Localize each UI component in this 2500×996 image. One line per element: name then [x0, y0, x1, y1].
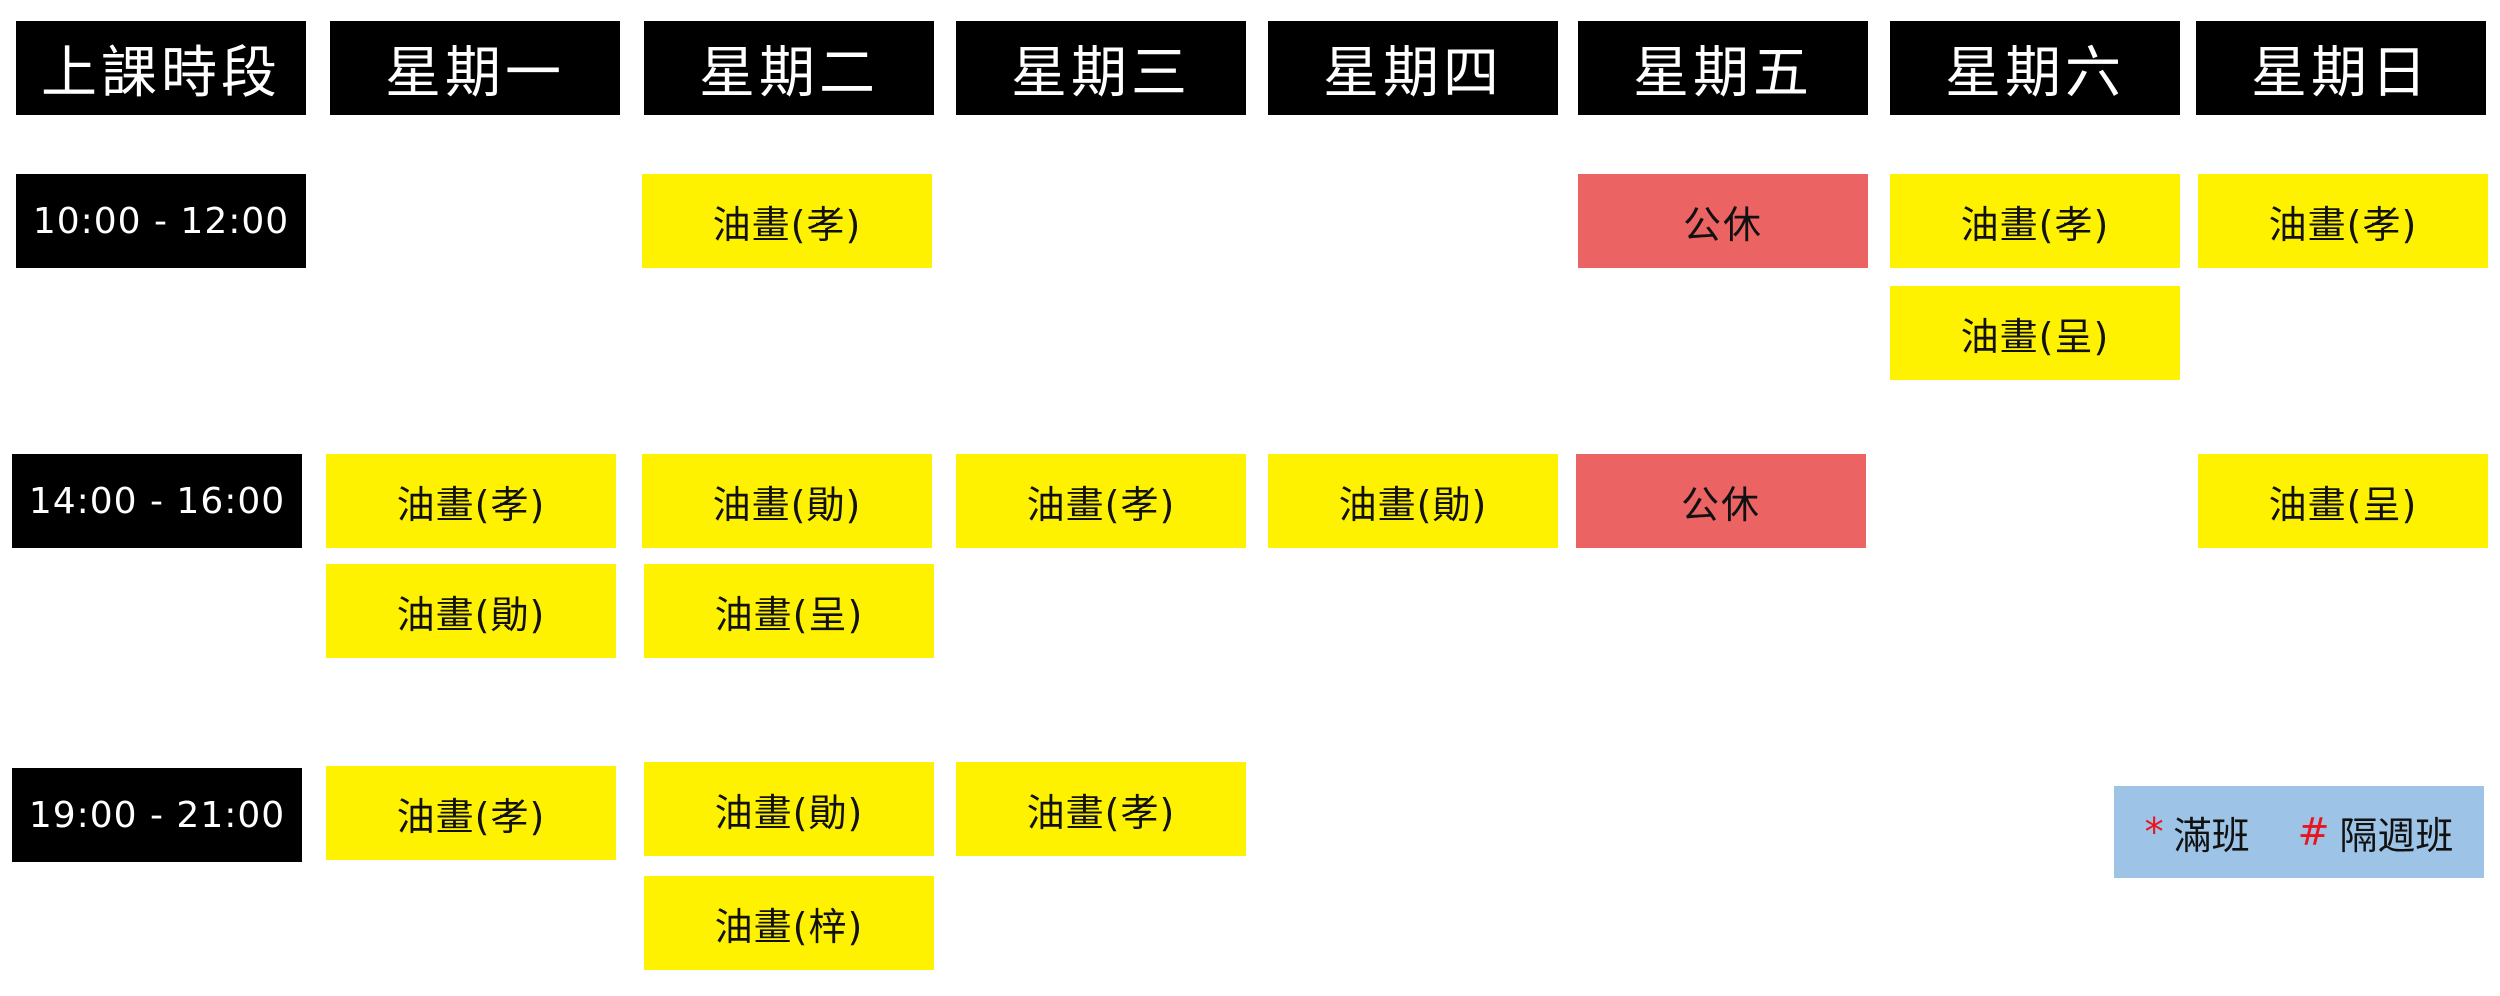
header-time-slot: 上課時段: [16, 21, 306, 115]
holiday-morning-fri: 公休: [1578, 174, 1868, 268]
header-sunday: 星期日: [2196, 21, 2486, 115]
legend-full-class: * 滿班: [2145, 805, 2250, 860]
header-saturday: 星期六: [1890, 21, 2180, 115]
holiday-afternoon-fri: 公休: [1576, 454, 1866, 548]
class-afternoon-thu-1: 油畫(勛): [1268, 454, 1558, 548]
legend-alternate-week: # 隔週班: [2298, 805, 2454, 860]
class-afternoon-tue-1: 油畫(勛): [642, 454, 932, 548]
legend-full-mark: *: [2144, 810, 2164, 854]
class-evening-tue-1: 油畫(勛): [644, 762, 934, 856]
time-slot-morning: 10:00 - 12:00: [16, 174, 306, 268]
legend: * 滿班 # 隔週班: [2114, 786, 2484, 878]
class-evening-wed-1: 油畫(孝): [956, 762, 1246, 856]
class-morning-sat-1: 油畫(孝): [1890, 174, 2180, 268]
class-morning-sat-2: 油畫(呈): [1890, 286, 2180, 380]
legend-alt-mark: #: [2297, 810, 2330, 854]
header-thursday: 星期四: [1268, 21, 1558, 115]
class-evening-tue-2: 油畫(梓): [644, 876, 934, 970]
legend-alt-label: 隔週班: [2339, 813, 2454, 858]
time-slot-afternoon: 14:00 - 16:00: [12, 454, 302, 548]
header-friday: 星期五: [1578, 21, 1868, 115]
class-afternoon-tue-2: 油畫(呈): [644, 564, 934, 658]
class-evening-mon-1: 油畫(孝): [326, 766, 616, 860]
class-morning-sun-1: 油畫(孝): [2198, 174, 2488, 268]
legend-full-label: 滿班: [2173, 813, 2250, 858]
header-monday: 星期一: [330, 21, 620, 115]
class-afternoon-sun-1: 油畫(呈): [2198, 454, 2488, 548]
class-afternoon-mon-2: 油畫(勛): [326, 564, 616, 658]
time-slot-evening: 19:00 - 21:00: [12, 768, 302, 862]
class-afternoon-mon-1: 油畫(孝): [326, 454, 616, 548]
class-afternoon-wed-1: 油畫(孝): [956, 454, 1246, 548]
header-wednesday: 星期三: [956, 21, 1246, 115]
header-tuesday: 星期二: [644, 21, 934, 115]
class-morning-tue-1: 油畫(孝): [642, 174, 932, 268]
